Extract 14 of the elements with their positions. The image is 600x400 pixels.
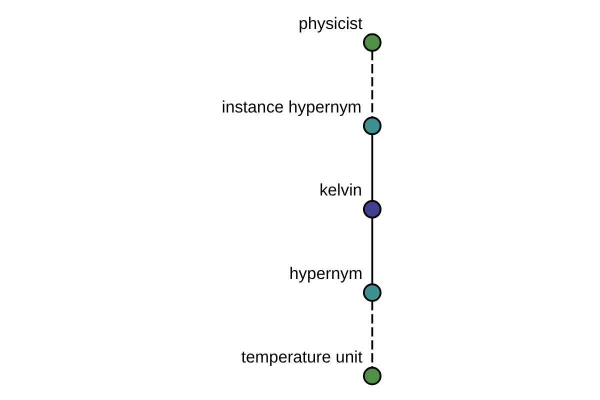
- node-label: temperature unit: [241, 347, 362, 366]
- node-circle: [362, 200, 382, 219]
- node-label: physicist: [298, 14, 363, 33]
- node-label: instance hypernym: [222, 97, 362, 116]
- node-circle: [362, 366, 382, 386]
- node-circle: [362, 116, 382, 136]
- connector: [371, 301, 374, 368]
- connector: [371, 218, 374, 284]
- node-circle: [362, 33, 382, 52]
- connector: [371, 51, 374, 118]
- node-circle: [362, 283, 382, 302]
- connector: [371, 134, 374, 201]
- node-label: kelvin: [319, 180, 362, 200]
- node-label: hypernym: [289, 264, 363, 284]
